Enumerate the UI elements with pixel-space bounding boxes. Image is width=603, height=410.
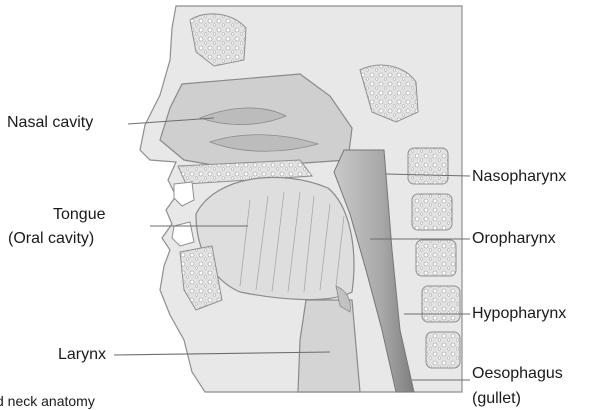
label-oropharynx: Oropharynx [472,229,556,248]
label-gullet: (gullet) [472,389,521,408]
label-nasal-cavity: Nasal cavity [7,113,93,132]
label-oral-cavity: (Oral cavity) [8,229,94,248]
larynx [298,300,360,392]
label-hypopharynx: Hypopharynx [472,304,566,323]
figure-caption: d neck anatomy [0,393,95,409]
label-larynx: Larynx [58,345,106,364]
label-tongue: Tongue [53,205,106,224]
label-nasopharynx: Nasopharynx [472,167,566,186]
label-oesophagus: Oesophagus [472,364,563,383]
